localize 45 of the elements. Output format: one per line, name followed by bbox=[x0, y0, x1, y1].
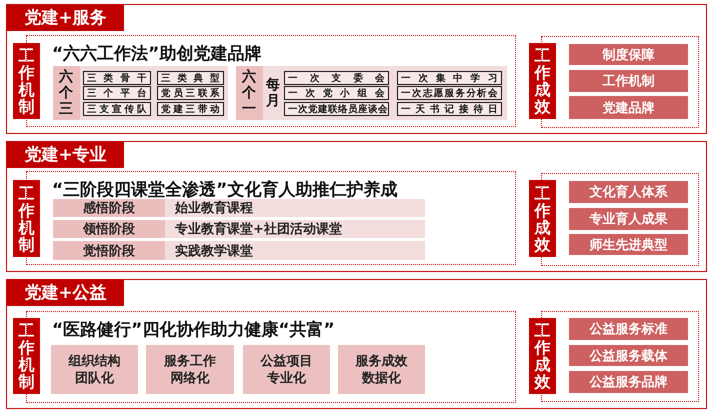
result-box: 公益服务标准 bbox=[569, 318, 688, 340]
group-label: 六个三 bbox=[53, 66, 80, 120]
item-box: 一次党建联络员座谈会 bbox=[284, 102, 389, 116]
stage-cell: 觉悟阶段 bbox=[53, 241, 165, 260]
item-box: 党建三带动 bbox=[157, 102, 224, 116]
result-box: 师生先进典型 bbox=[569, 234, 688, 255]
feature-box: 服务成效数据化 bbox=[338, 345, 425, 394]
item-box: 一次支委会 bbox=[284, 71, 389, 85]
panel-title: “三阶段四课堂全渗透”文化育人助推仁护养成 bbox=[52, 179, 398, 200]
content-cell: 始业教育课程 bbox=[165, 199, 425, 217]
item-box: 三类典型 bbox=[157, 71, 224, 85]
section-tab: 党建+专业 bbox=[7, 142, 124, 168]
item-box: 一次集中学习 bbox=[397, 71, 502, 85]
result-box: 工作机制 bbox=[569, 70, 688, 92]
item-group bbox=[53, 66, 228, 120]
item-box: 一次党小组会 bbox=[284, 86, 389, 100]
content-cell: 专业教育课堂+社团活动课堂 bbox=[165, 220, 425, 238]
section-panel bbox=[6, 4, 707, 134]
result-box: 公益服务载体 bbox=[569, 345, 688, 366]
item-group bbox=[236, 66, 507, 120]
feature-box: 服务工作网络化 bbox=[146, 345, 234, 394]
item-box: 三个平台 bbox=[83, 86, 151, 100]
result-box: 党建品牌 bbox=[569, 96, 688, 119]
result-box: 公益服务品牌 bbox=[569, 371, 688, 393]
item-box: 党员三联系 bbox=[157, 86, 224, 100]
result-box: 制度保障 bbox=[569, 44, 688, 65]
panel-title: “医路健行”四化协作助力健康“共富” bbox=[52, 319, 335, 341]
panel-title: “六六工作法”助创党建品牌 bbox=[52, 43, 262, 65]
section-tab: 党建+公益 bbox=[7, 280, 124, 306]
content-cell: 实践教学课堂 bbox=[165, 241, 425, 260]
group-label: 六个一 bbox=[236, 66, 263, 120]
stage-cell: 领悟阶段 bbox=[53, 220, 165, 238]
section-panel bbox=[6, 141, 707, 272]
section-panel bbox=[6, 279, 707, 409]
result-box: 专业育人成果 bbox=[569, 208, 688, 230]
feature-box: 公益项目专业化 bbox=[243, 345, 330, 394]
item-box: 三支宣传队 bbox=[83, 102, 151, 116]
section-tab: 党建+服务 bbox=[7, 5, 124, 31]
feature-box: 组织结构团队化 bbox=[51, 345, 138, 394]
item-box: 三类骨干 bbox=[83, 71, 151, 85]
item-box: 一次志愿服务分析会 bbox=[397, 86, 502, 100]
group-label: 每月 bbox=[265, 76, 281, 111]
result-box: 文化育人体系 bbox=[569, 181, 688, 203]
stage-cell: 感悟阶段 bbox=[53, 199, 165, 217]
item-box: 一天书记接待日 bbox=[397, 102, 502, 116]
